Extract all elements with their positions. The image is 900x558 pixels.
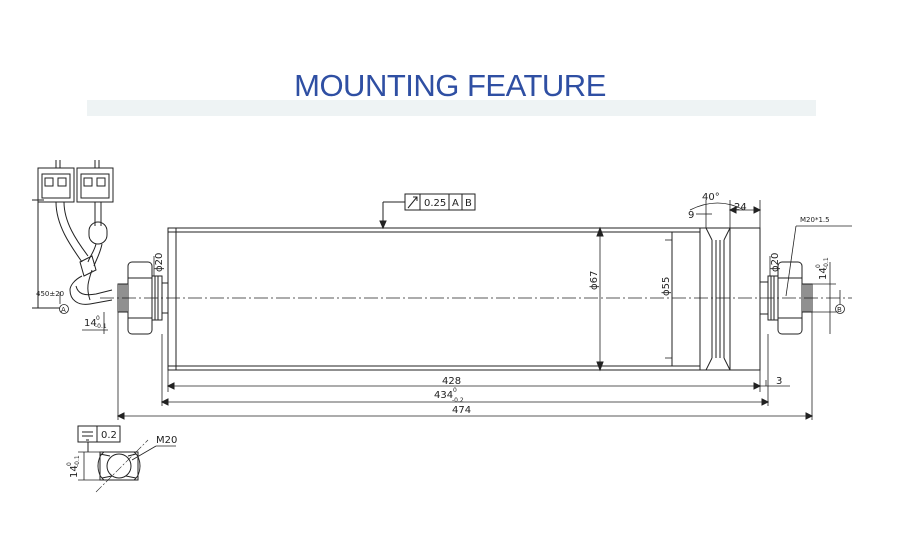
dim-474: 474 bbox=[452, 405, 471, 416]
left-flat-base: 14 bbox=[84, 318, 97, 329]
dim-434-base: 434 bbox=[434, 390, 453, 401]
section-flat-upper: 0 bbox=[66, 462, 73, 466]
datum-right-label: B bbox=[837, 306, 842, 314]
left-flat-upper: 0 bbox=[96, 315, 100, 322]
left-shaft-diameter-label: ϕ20 bbox=[154, 253, 165, 272]
right-flat-upper: 0 bbox=[815, 264, 822, 268]
left-flat-dimension: 14 0 -0.1 bbox=[84, 315, 107, 330]
right-flat-dimension: 14 0 -0.1 bbox=[815, 257, 830, 280]
circular-runout-icon bbox=[407, 196, 418, 209]
tolerance-value: 0.25 bbox=[424, 198, 446, 209]
dim-434-lower: -0.2 bbox=[452, 397, 464, 404]
right-shaft-diameter-label: ϕ20 bbox=[770, 253, 781, 272]
section-flat-base: 14 bbox=[69, 465, 80, 478]
right-flat-base: 14 bbox=[818, 267, 829, 280]
section-flatness-value: 0.2 bbox=[101, 430, 117, 441]
cable-connector bbox=[37, 160, 114, 203]
tube-diameter-label: ϕ67 bbox=[589, 271, 600, 290]
title-band bbox=[87, 100, 816, 116]
groove-depth-label: 9 bbox=[688, 210, 694, 221]
thread-label: M20*1.5 bbox=[800, 216, 830, 224]
left-flat-lower: -0.1 bbox=[95, 323, 107, 330]
dim-434-upper: 0 bbox=[453, 387, 457, 394]
groove-width-label: 24 bbox=[734, 202, 747, 213]
tolerance-datum-a: A bbox=[452, 198, 459, 209]
groove-angle-label: 40° bbox=[702, 192, 720, 203]
page-title: MOUNTING FEATURE bbox=[294, 68, 606, 103]
datum-left-label: A bbox=[61, 306, 66, 314]
groove-diameter-label: ϕ55 bbox=[661, 277, 672, 296]
section-thread-label: M20 bbox=[156, 435, 177, 446]
cable-length-label: 450±20 bbox=[36, 290, 64, 298]
tolerance-datum-b: B bbox=[465, 198, 472, 209]
dim-434: 434 0 -0.2 bbox=[434, 387, 464, 404]
shaft-section-view bbox=[77, 425, 176, 493]
right-flat-lower: -0.1 bbox=[823, 257, 830, 269]
section-flat-lower: -0.1 bbox=[74, 455, 81, 467]
dim-3: 3 bbox=[776, 376, 782, 387]
section-flat-dimension: 14 0 -0.1 bbox=[66, 455, 81, 478]
cable bbox=[55, 201, 113, 305]
roller-tube bbox=[167, 227, 761, 371]
dim-428: 428 bbox=[442, 376, 461, 387]
